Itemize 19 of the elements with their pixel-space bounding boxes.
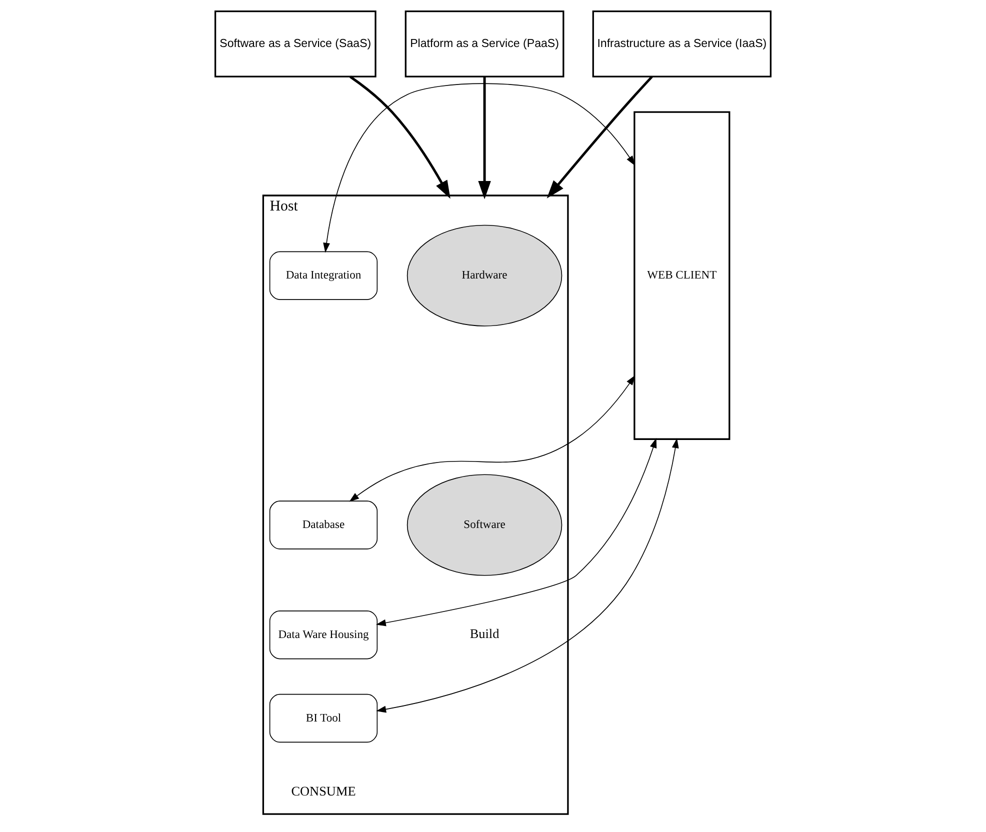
arrow: [478, 76, 491, 200]
node-box: BI Tool: [269, 694, 378, 743]
node-box: Platform as a Service (PaaS): [404, 10, 564, 78]
node-box: Data Ware Housing: [269, 610, 378, 660]
label: Build: [470, 626, 500, 641]
arrow: [546, 76, 653, 198]
node-box: Software as a Service (SaaS): [214, 10, 376, 78]
node-ellipse: Software: [406, 474, 562, 576]
arrow: [323, 83, 636, 253]
node-ellipse: Hardware: [406, 224, 562, 326]
node-box: Infrastructure as a Service (IaaS): [592, 10, 772, 78]
arrow: [376, 438, 679, 713]
node-box: WEB CLIENT: [634, 111, 730, 440]
arrow: [349, 375, 636, 502]
label: CONSUME: [291, 784, 356, 799]
node-box: Data Integration: [269, 251, 378, 300]
node-box: Database: [269, 500, 378, 550]
arrow: [376, 438, 657, 626]
arrow: [350, 76, 450, 199]
